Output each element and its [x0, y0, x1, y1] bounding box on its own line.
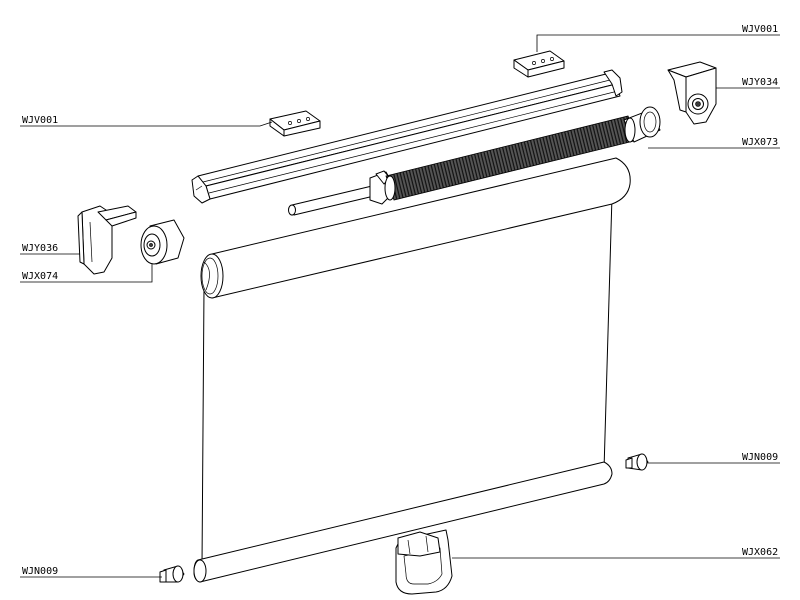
- label-wjx074: WJX074: [22, 271, 58, 282]
- bracket-wjy036: [77, 205, 137, 275]
- label-wjn009-right: WJN009: [742, 452, 778, 463]
- pull-handle-wjx062: [395, 529, 453, 595]
- roller-blind-fabric: [193, 157, 631, 583]
- tube-spring-assembly: [288, 106, 661, 216]
- label-wjx073: WJX073: [742, 137, 778, 148]
- part-labels: WJV001 WJY034 WJV001 WJX073 WJY036 WJX07…: [22, 24, 778, 577]
- end-cap-wjn009-right: [625, 453, 649, 471]
- bracket-wjy034: [667, 61, 717, 125]
- end-plug-wjx074: [140, 219, 185, 265]
- label-wjy036: WJY036: [22, 243, 58, 254]
- label-wjx062: WJX062: [742, 547, 778, 558]
- clip-wjv001-left: [269, 110, 321, 137]
- end-cap-wjn009-left: [159, 565, 185, 583]
- label-wjv001-left: WJV001: [22, 115, 58, 126]
- label-wjv001-top: WJV001: [742, 24, 778, 35]
- label-wjn009-left: WJN009: [22, 566, 58, 577]
- clip-wjv001-top: [513, 50, 565, 78]
- label-wjy034: WJY034: [742, 77, 778, 88]
- leader-lines: [20, 34, 780, 578]
- headrail: [191, 69, 623, 204]
